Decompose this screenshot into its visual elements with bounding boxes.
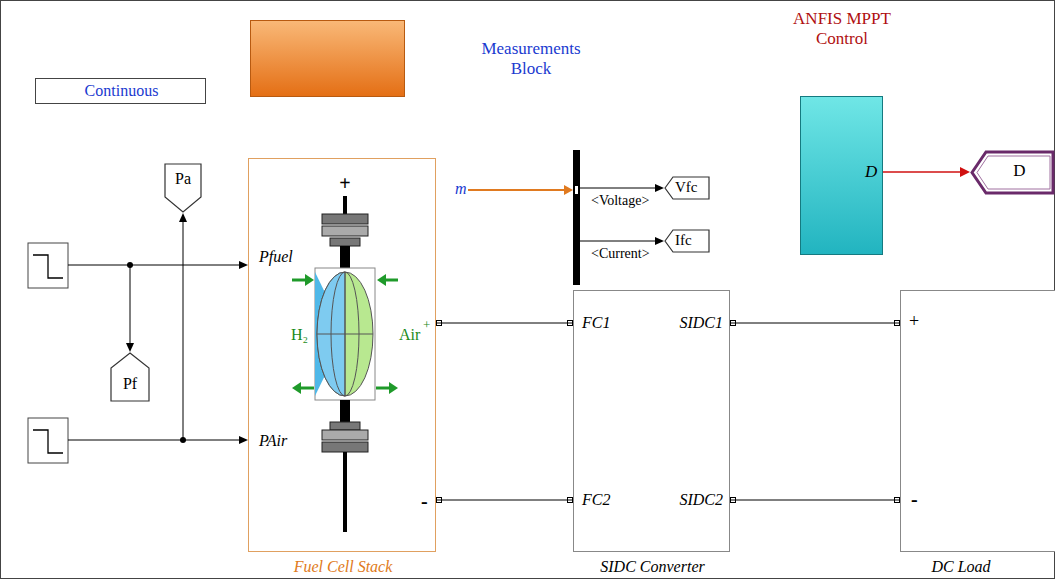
converter-subsystem: FC1SIDC1FC2SIDC2SIDC Converter — [573, 290, 730, 552]
terminal-sign: + — [423, 317, 430, 333]
gas-label: Air — [399, 325, 420, 344]
signal-connector — [436, 500, 573, 501]
tag-name: D — [986, 161, 1053, 181]
signal-connector — [730, 323, 900, 324]
port-name: D — [865, 162, 877, 182]
signal-name: <Voltage> — [590, 193, 650, 210]
fuel-cell-block: +mPfuelH₂Air+PAir-Fuel Cell Stack — [248, 158, 436, 552]
signal-wire — [68, 213, 248, 444]
port-name: PAir — [259, 431, 287, 450]
tag-name: Ifc — [675, 231, 692, 249]
tag-name: Vfc — [675, 178, 698, 196]
port-name: Pfuel — [259, 247, 293, 266]
block-title: DC Load — [901, 557, 1021, 576]
block-title: Fuel Cell Stack — [249, 557, 437, 576]
bus-selector — [468, 150, 664, 285]
tag-name: Pa — [164, 169, 202, 188]
signal-connector — [436, 323, 573, 324]
signal-name: <Current> — [590, 246, 651, 263]
anfis-subsystem: ANFIS MPPT ControlD — [800, 96, 883, 255]
tag-name: Pf — [110, 374, 150, 393]
signal-connector — [730, 500, 900, 501]
solver-config-box: Continuous — [35, 78, 206, 104]
block-title: SIDC Converter — [574, 557, 731, 576]
step-source — [28, 418, 68, 463]
terminal-sign: - — [911, 487, 918, 511]
load-subsystem: +-DC Load — [900, 290, 1055, 552]
gas-label: H₂ — [291, 325, 308, 344]
step-source — [28, 243, 68, 288]
block-title: Measurements Block — [471, 39, 591, 80]
from-tag: Pa — [164, 163, 202, 213]
measurements-subsystem: Measurements Block — [250, 20, 405, 97]
goto-tag: Vfc — [664, 176, 710, 200]
signal-connector — [883, 167, 970, 177]
terminal-sign: - — [421, 489, 428, 513]
port-name: SIDC2 — [679, 490, 723, 509]
port-name: m — [455, 179, 467, 198]
fuel-cell-icon — [292, 196, 398, 532]
from-tag: Pf — [110, 352, 150, 402]
port-name: FC2 — [582, 490, 610, 509]
goto-tag: D — [970, 150, 1055, 195]
terminal-sign: + — [909, 311, 919, 333]
tag-outline — [970, 150, 1055, 195]
solver-label: Continuous — [36, 81, 207, 100]
block-title: ANFIS MPPT Control — [781, 9, 903, 50]
port-name: FC1 — [582, 313, 610, 332]
terminal-sign: + — [335, 171, 355, 195]
goto-tag: Ifc — [664, 229, 710, 253]
port-name: SIDC1 — [679, 313, 723, 332]
